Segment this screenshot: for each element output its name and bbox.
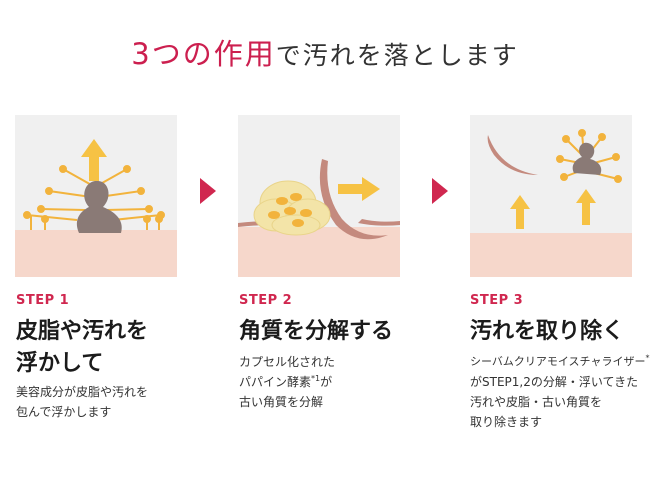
particle-text: が [320,375,333,389]
step1-description: 美容成分が皮脂や汚れを 包んで浮かします [16,382,148,422]
step3-heading-line: 汚れを取り除く [470,319,625,344]
sebum-rays [23,165,165,230]
step3-desc-line: 取り除きます [470,415,543,429]
right-arrow-icon [338,177,380,201]
next-arrow-icon [200,178,216,204]
sebum-blob [76,180,122,233]
step2-heading: 角質を分解する [239,316,393,348]
step2-illustration-svg [238,159,400,277]
footnote-mark: *1 [311,374,321,383]
step1-illustration [15,115,177,277]
step3-label: STEP 3 [470,293,524,308]
footnote-mark: *3 [645,353,650,363]
step2-illustration [238,115,400,277]
step1-heading-line: 浮かして [16,351,104,376]
step1-illustration-svg [15,139,177,277]
step3-illustration [470,115,632,277]
up-arrow-icon [510,189,596,229]
step1-heading-line: 皮脂や汚れを [16,319,149,344]
up-arrow-icon [81,139,107,181]
step2-desc-line: 古い角質を分解 [239,395,324,409]
page-title: 3つの作用で汚れを落とします [0,34,650,76]
title-highlight: 3つの作用 [131,37,276,71]
step3-desc-line: 汚れや皮脂・古い角質を [470,395,603,409]
title-rest: で汚れを落とします [275,41,519,70]
sebum-blob [572,142,602,175]
keratin-flake [319,159,388,240]
step2-heading-line: 角質を分解する [239,319,394,344]
step2-desc-line: パパイン酵素*1が [239,372,335,392]
moisturizer-name: シーバムクリアモイスチャライザー [470,355,646,368]
step2-description: カプセル化された パパイン酵素*1が 古い角質を分解 [239,352,335,412]
step3-heading: 汚れを取り除く [470,316,624,348]
keratin-flake [358,219,400,226]
step2-desc-line: カプセル化された [239,355,336,369]
step3-description: シーバムクリアモイスチャライザー*3 がSTEP1,2の分解・浮いてきた 汚れや… [470,352,650,432]
step2-label: STEP 2 [239,293,293,308]
step1-heading: 皮脂や汚れを 浮かして [16,316,148,380]
step1-desc-line: 包んで浮かします [16,405,112,419]
step3-illustration-svg [470,129,632,277]
next-arrow-icon [432,178,448,204]
skin-layer [238,227,400,277]
step3-desc-line: がSTEP1,2の分解・浮いてきた [470,375,639,389]
enzyme-dots [268,193,312,227]
step1-desc-line: 美容成分が皮脂や汚れを [16,385,149,399]
skin-layer [15,230,177,277]
step3-desc-line: シーバムクリアモイスチャライザー*3 [470,352,650,372]
skin-layer [470,233,632,277]
enzyme-name: パパイン酵素 [239,375,312,389]
step1-label: STEP 1 [16,293,70,308]
keratin-flake [487,135,538,175]
